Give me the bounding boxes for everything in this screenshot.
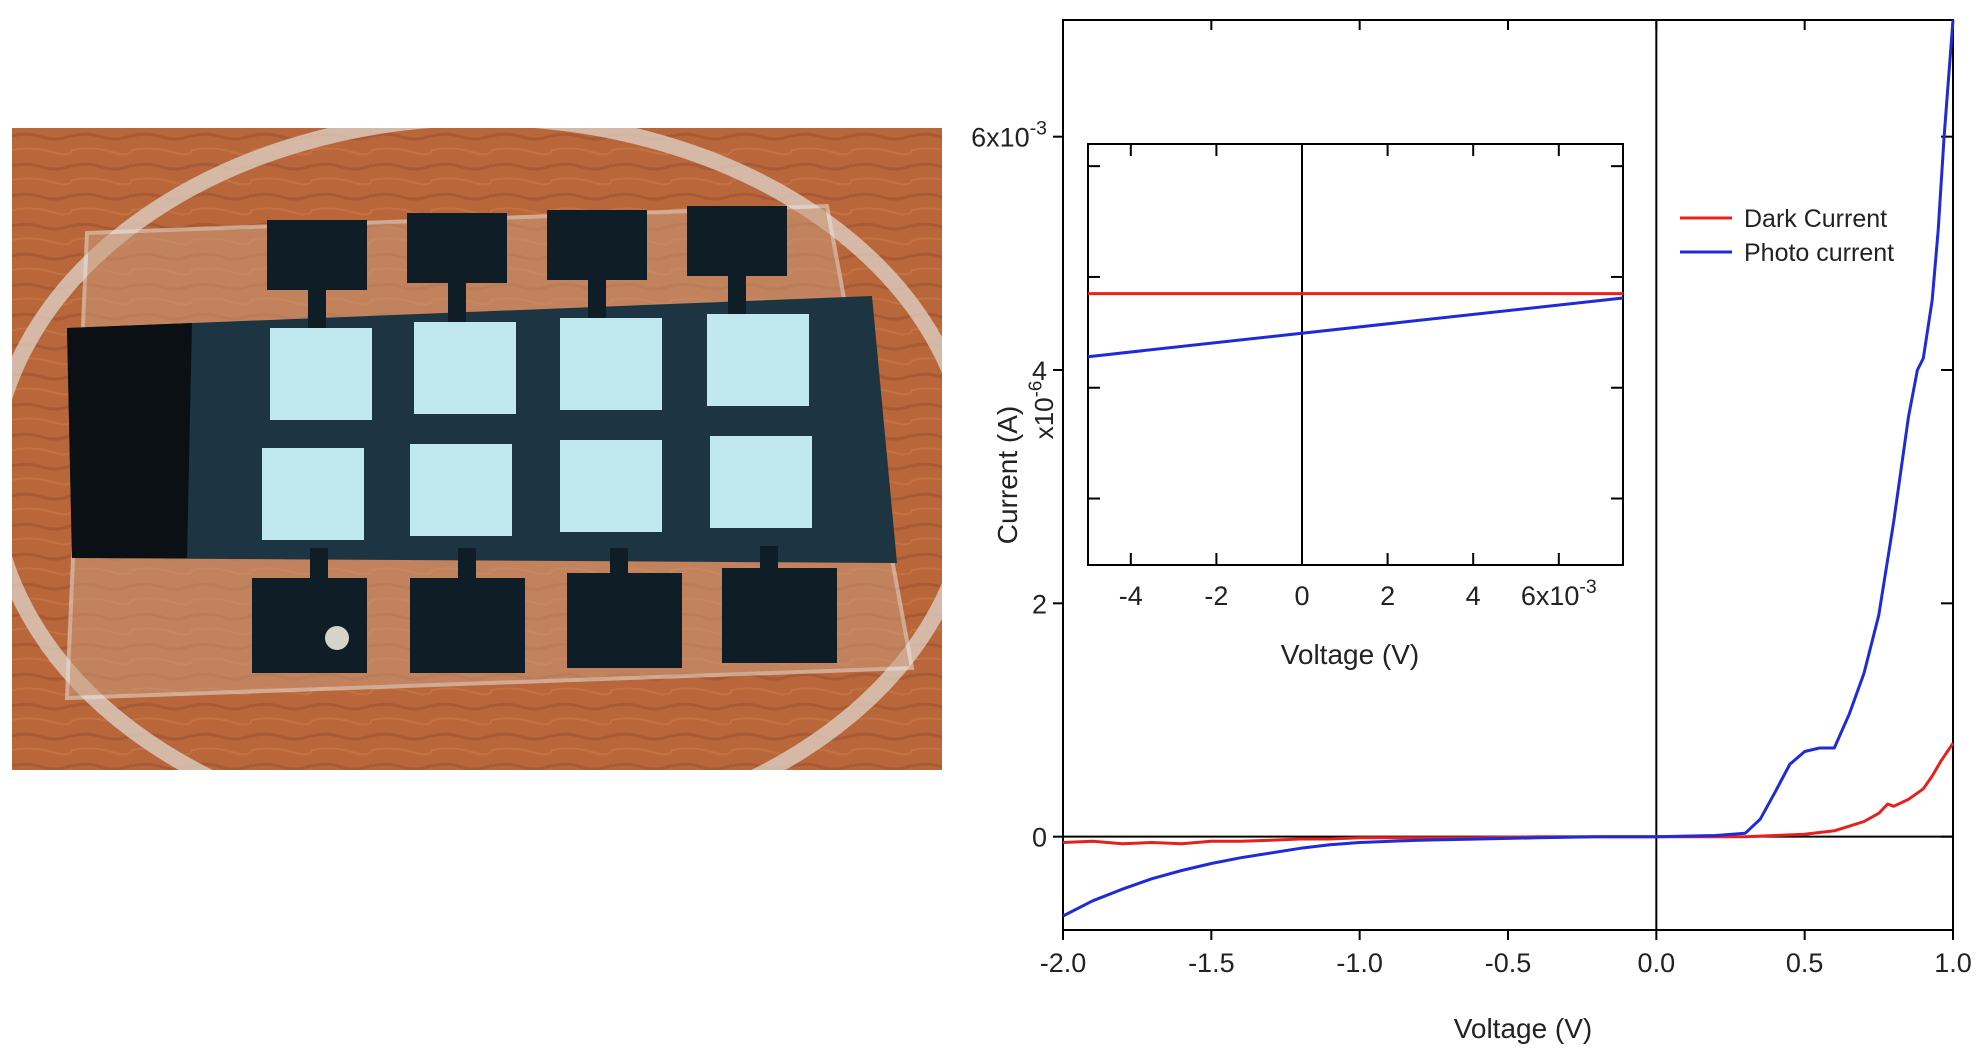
device-photo-drawing: [12, 128, 942, 770]
bottom-electrodes: [252, 546, 837, 673]
dark-edge: [67, 323, 192, 558]
inset-x-tick-label: -2: [1204, 581, 1228, 611]
x-tick-label: -1.5: [1188, 948, 1235, 978]
legend-label-dark-current: Dark Current: [1744, 205, 1887, 233]
top-electrodes: [267, 206, 787, 330]
x-tick-label: 1.0: [1934, 948, 1972, 978]
inset-x-tick-label: 2: [1380, 581, 1395, 611]
inset-series-photo-current: [1087, 296, 1624, 359]
x-tick-label: -0.5: [1485, 948, 1532, 978]
y-tick-label: 0: [1032, 823, 1047, 853]
legend-label-photo-current: Photo current: [1744, 239, 1894, 267]
x-tick-label: 0.5: [1786, 948, 1824, 978]
inset-x-tick-label: 0: [1294, 581, 1309, 611]
y-tick-label: 4: [1032, 356, 1047, 386]
inset-x-tick-label: 6x10-3: [1521, 576, 1597, 611]
main-series-group: [1062, 19, 1955, 918]
y-tick-label: 6x10-3: [971, 118, 1047, 153]
series-dark-current: [1062, 742, 1955, 846]
x-tick-label: -2.0: [1040, 948, 1087, 978]
y-tick-label: 2: [1032, 589, 1047, 619]
inset-x-tick-label: -4: [1119, 581, 1143, 611]
x-tick-label: 0.0: [1638, 948, 1676, 978]
x-tick-label: -1.0: [1336, 948, 1383, 978]
x-axis-title: Voltage (V): [1454, 1013, 1593, 1044]
inset-plot: -4 -2 0 2 4 6x10-3 x10-6: [1024, 143, 1624, 611]
inset-x-tick-label: 4: [1466, 581, 1481, 611]
inset-y-multiplier: x10-6: [1024, 381, 1059, 440]
y-axis-title: Current (A): [992, 406, 1023, 544]
inset-x-axis-title: Voltage (V): [1281, 639, 1420, 670]
main-plot-area: -2.0 -1.5 -1.0 -0.5 0.0 0.5 1.0 0 2 4 6x10-3: [971, 19, 1972, 978]
contact-pads: [262, 314, 812, 540]
device-photo: [12, 128, 942, 770]
series-photo-current: [1062, 19, 1955, 918]
legend: Dark Current Photo current: [1680, 205, 1894, 267]
inset-frame: [1087, 143, 1624, 566]
